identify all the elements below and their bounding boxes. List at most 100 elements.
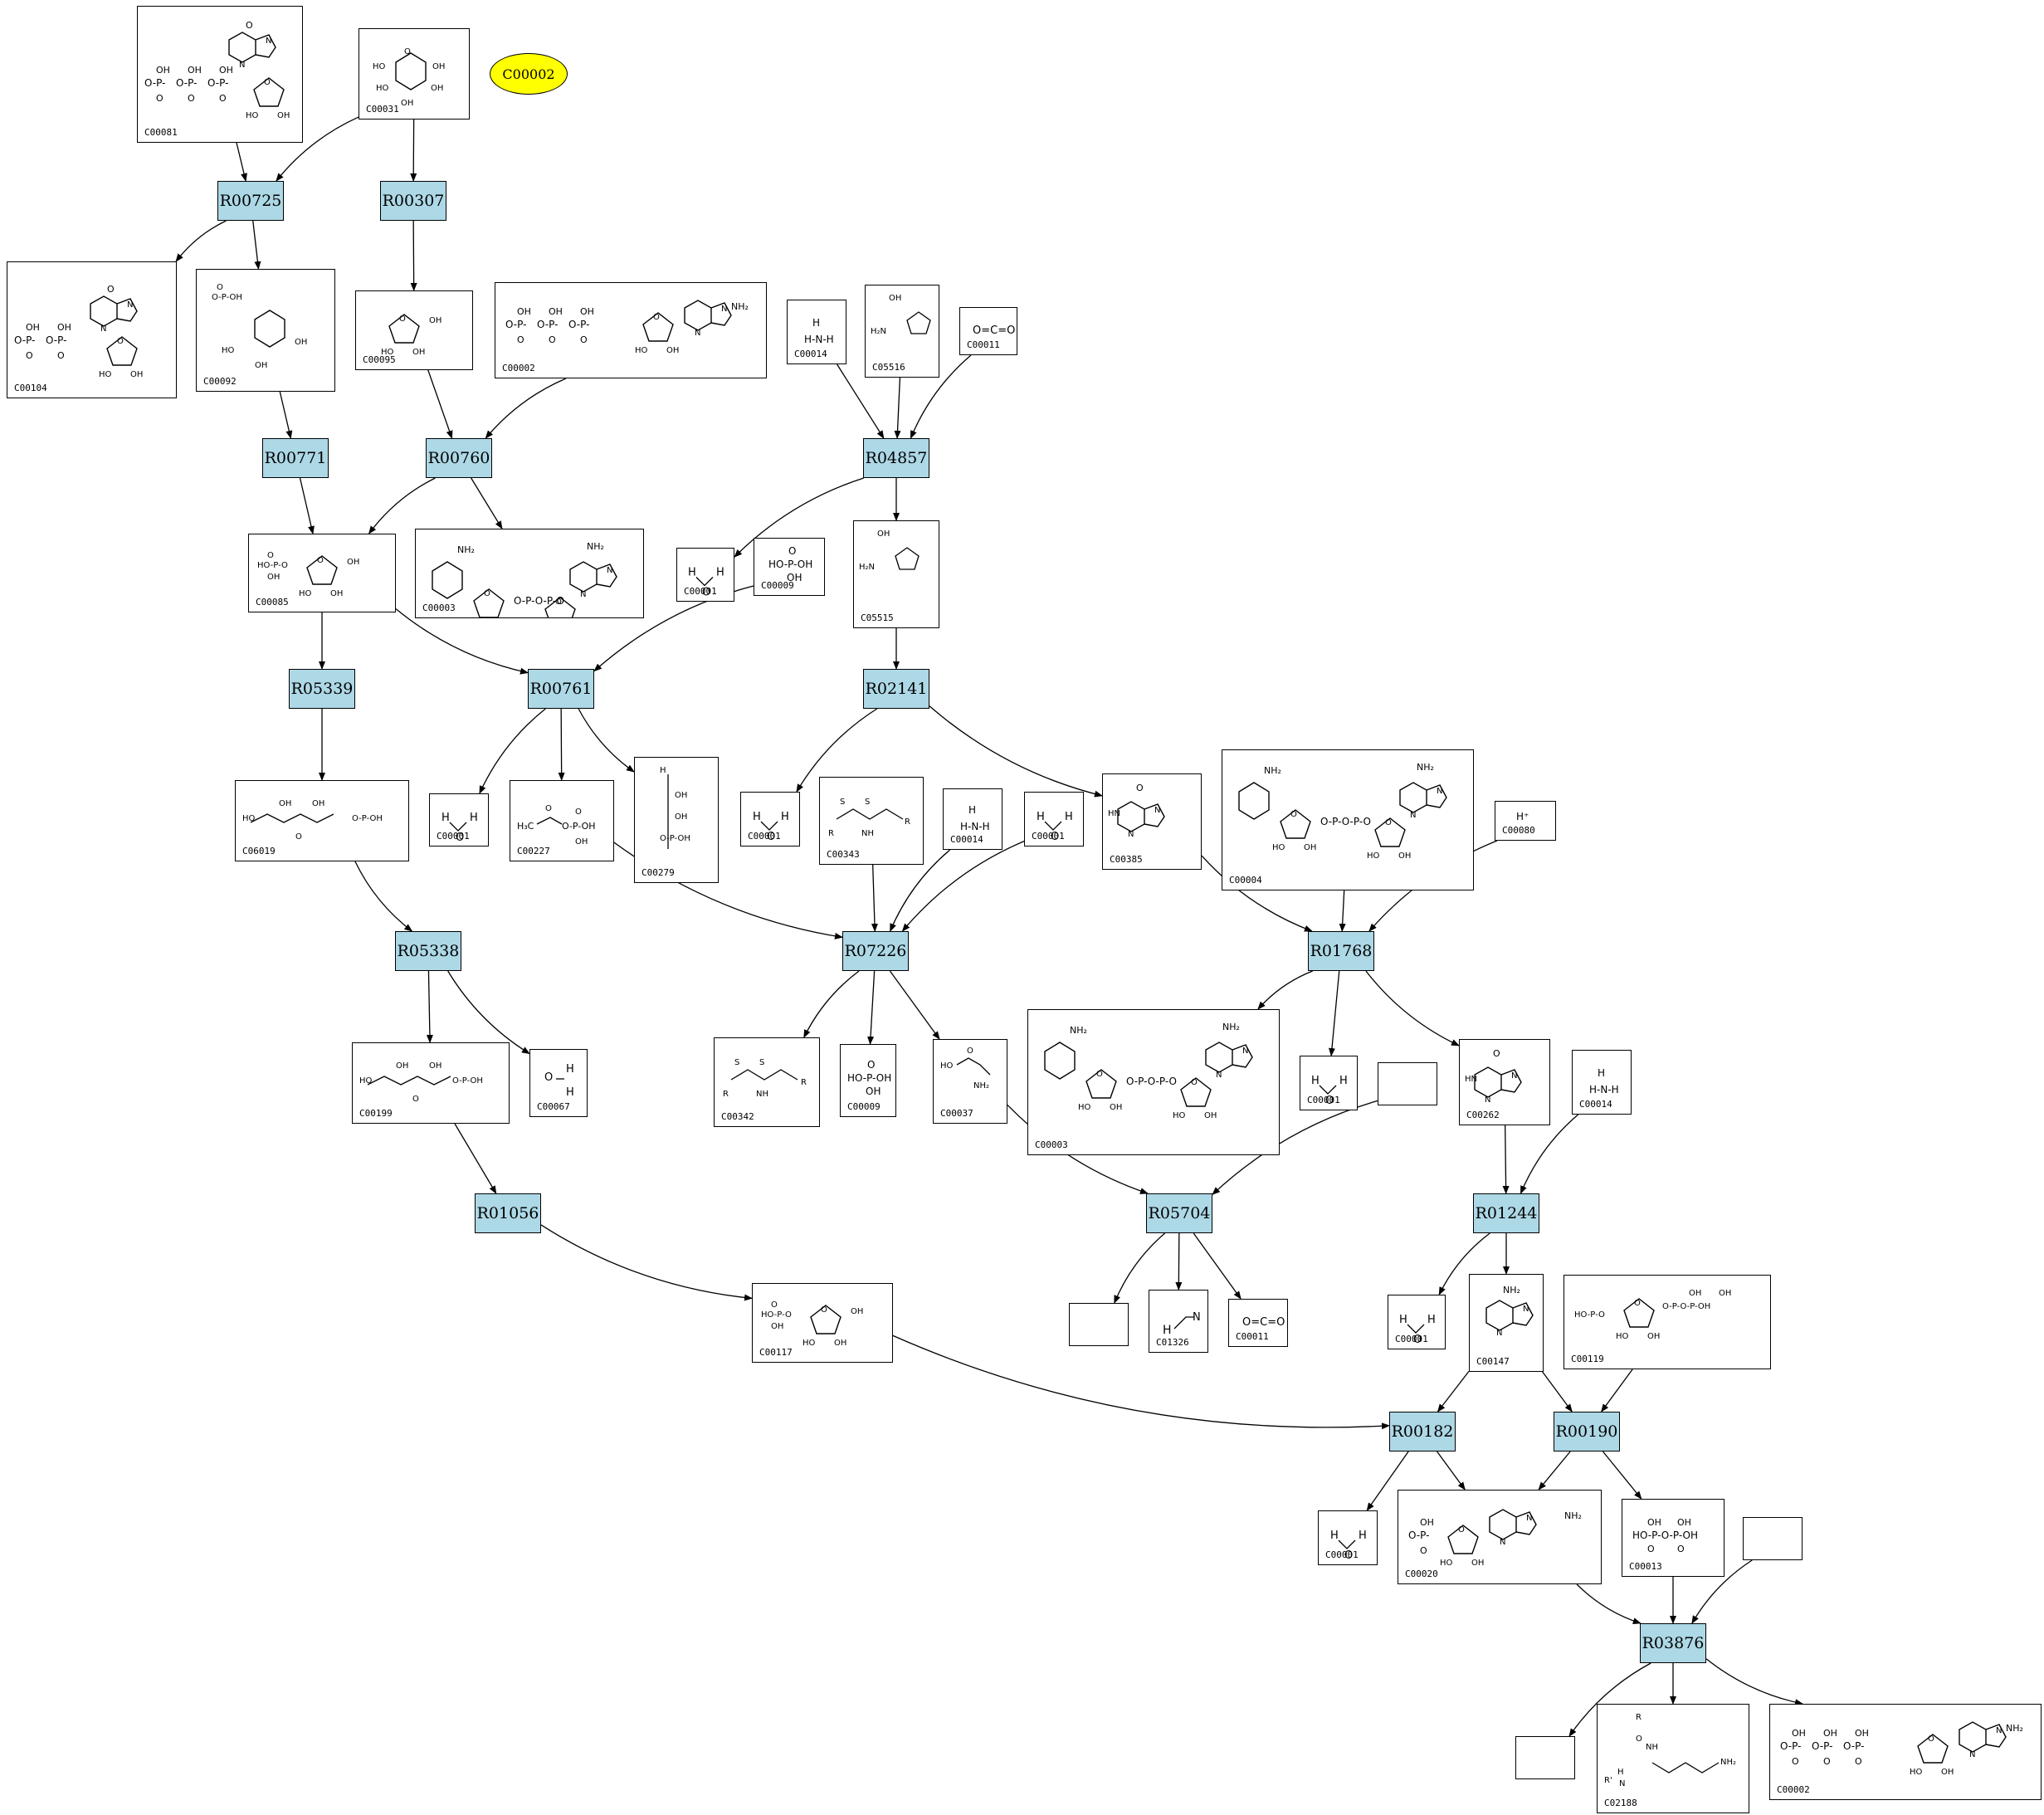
compound-id-label: C00085	[256, 597, 289, 607]
edge-r07226-to-c00037	[889, 970, 940, 1040]
edge-c00092-to-r00771	[279, 391, 293, 439]
svg-text:OH: OH	[787, 572, 802, 583]
svg-text:O-P-: O-P-	[176, 77, 197, 89]
reaction-node-r00182[interactable]: R00182	[1389, 1412, 1456, 1452]
compound-box-blank1[interactable]	[1378, 1062, 1437, 1105]
reaction-node-r05704[interactable]: R05704	[1146, 1193, 1212, 1233]
svg-text:N: N	[100, 324, 106, 334]
svg-text:S: S	[865, 798, 870, 807]
svg-text:HO: HO	[359, 1076, 373, 1086]
reaction-node-r01056[interactable]: R01056	[475, 1193, 541, 1233]
reaction-node-r04857[interactable]: R04857	[863, 438, 929, 478]
svg-text:OH: OH	[330, 589, 343, 598]
svg-text:NH₂: NH₂	[1503, 1285, 1520, 1295]
compound-id-label: C05515	[861, 612, 894, 623]
reaction-node-r00190[interactable]: R00190	[1554, 1412, 1620, 1452]
reaction-node-r00760[interactable]: R00760	[426, 438, 492, 478]
reaction-node-r00761[interactable]: R00761	[528, 669, 594, 709]
svg-text:O: O	[1493, 1048, 1500, 1059]
compound-box-blank3[interactable]	[1743, 1517, 1803, 1560]
reaction-node-r01768[interactable]: R01768	[1308, 931, 1374, 971]
highlighted-compound[interactable]: C00002	[490, 53, 568, 95]
compound-box-c00080[interactable]: H⁺C00080	[1495, 801, 1556, 841]
edge-r02141-to-c00001c	[796, 708, 878, 793]
reaction-node-r05339[interactable]: R05339	[289, 669, 355, 709]
reaction-node-r00771[interactable]: R00771	[262, 438, 329, 478]
svg-text:NH₂: NH₂	[1070, 1025, 1087, 1036]
svg-text:OH: OH	[1647, 1517, 1661, 1528]
structure-drawing: HOH	[688, 567, 724, 599]
svg-text:N: N	[695, 329, 700, 338]
compound-box-blank2[interactable]	[1069, 1303, 1129, 1346]
svg-text:H: H	[1617, 1768, 1624, 1777]
reaction-node-r01244[interactable]: R01244	[1473, 1193, 1539, 1233]
reaction-node-r00307[interactable]: R00307	[380, 181, 446, 221]
svg-text:O: O	[156, 93, 163, 104]
edge-c00011a-to-r04857	[910, 354, 972, 439]
svg-text:HN: HN	[1465, 1075, 1477, 1084]
reaction-node-r00725[interactable]: R00725	[217, 181, 284, 221]
svg-text:OH: OH	[771, 1322, 783, 1331]
compound-id-label: C00385	[1110, 854, 1143, 865]
reaction-node-r05338[interactable]: R05338	[395, 931, 461, 971]
reaction-node-r02141[interactable]: R02141	[863, 669, 929, 709]
compound-id-label: C00014	[1579, 1099, 1612, 1110]
svg-text:O: O	[1136, 783, 1144, 793]
reaction-node-r07226[interactable]: R07226	[842, 931, 909, 971]
reaction-node-r03876[interactable]: R03876	[1640, 1623, 1706, 1663]
structure-drawing: HH-N-H	[804, 317, 834, 345]
compound-box-blank4[interactable]	[1515, 1736, 1575, 1779]
structure-drawing: HOH	[1330, 1530, 1367, 1562]
svg-text:O: O	[1413, 1334, 1422, 1346]
